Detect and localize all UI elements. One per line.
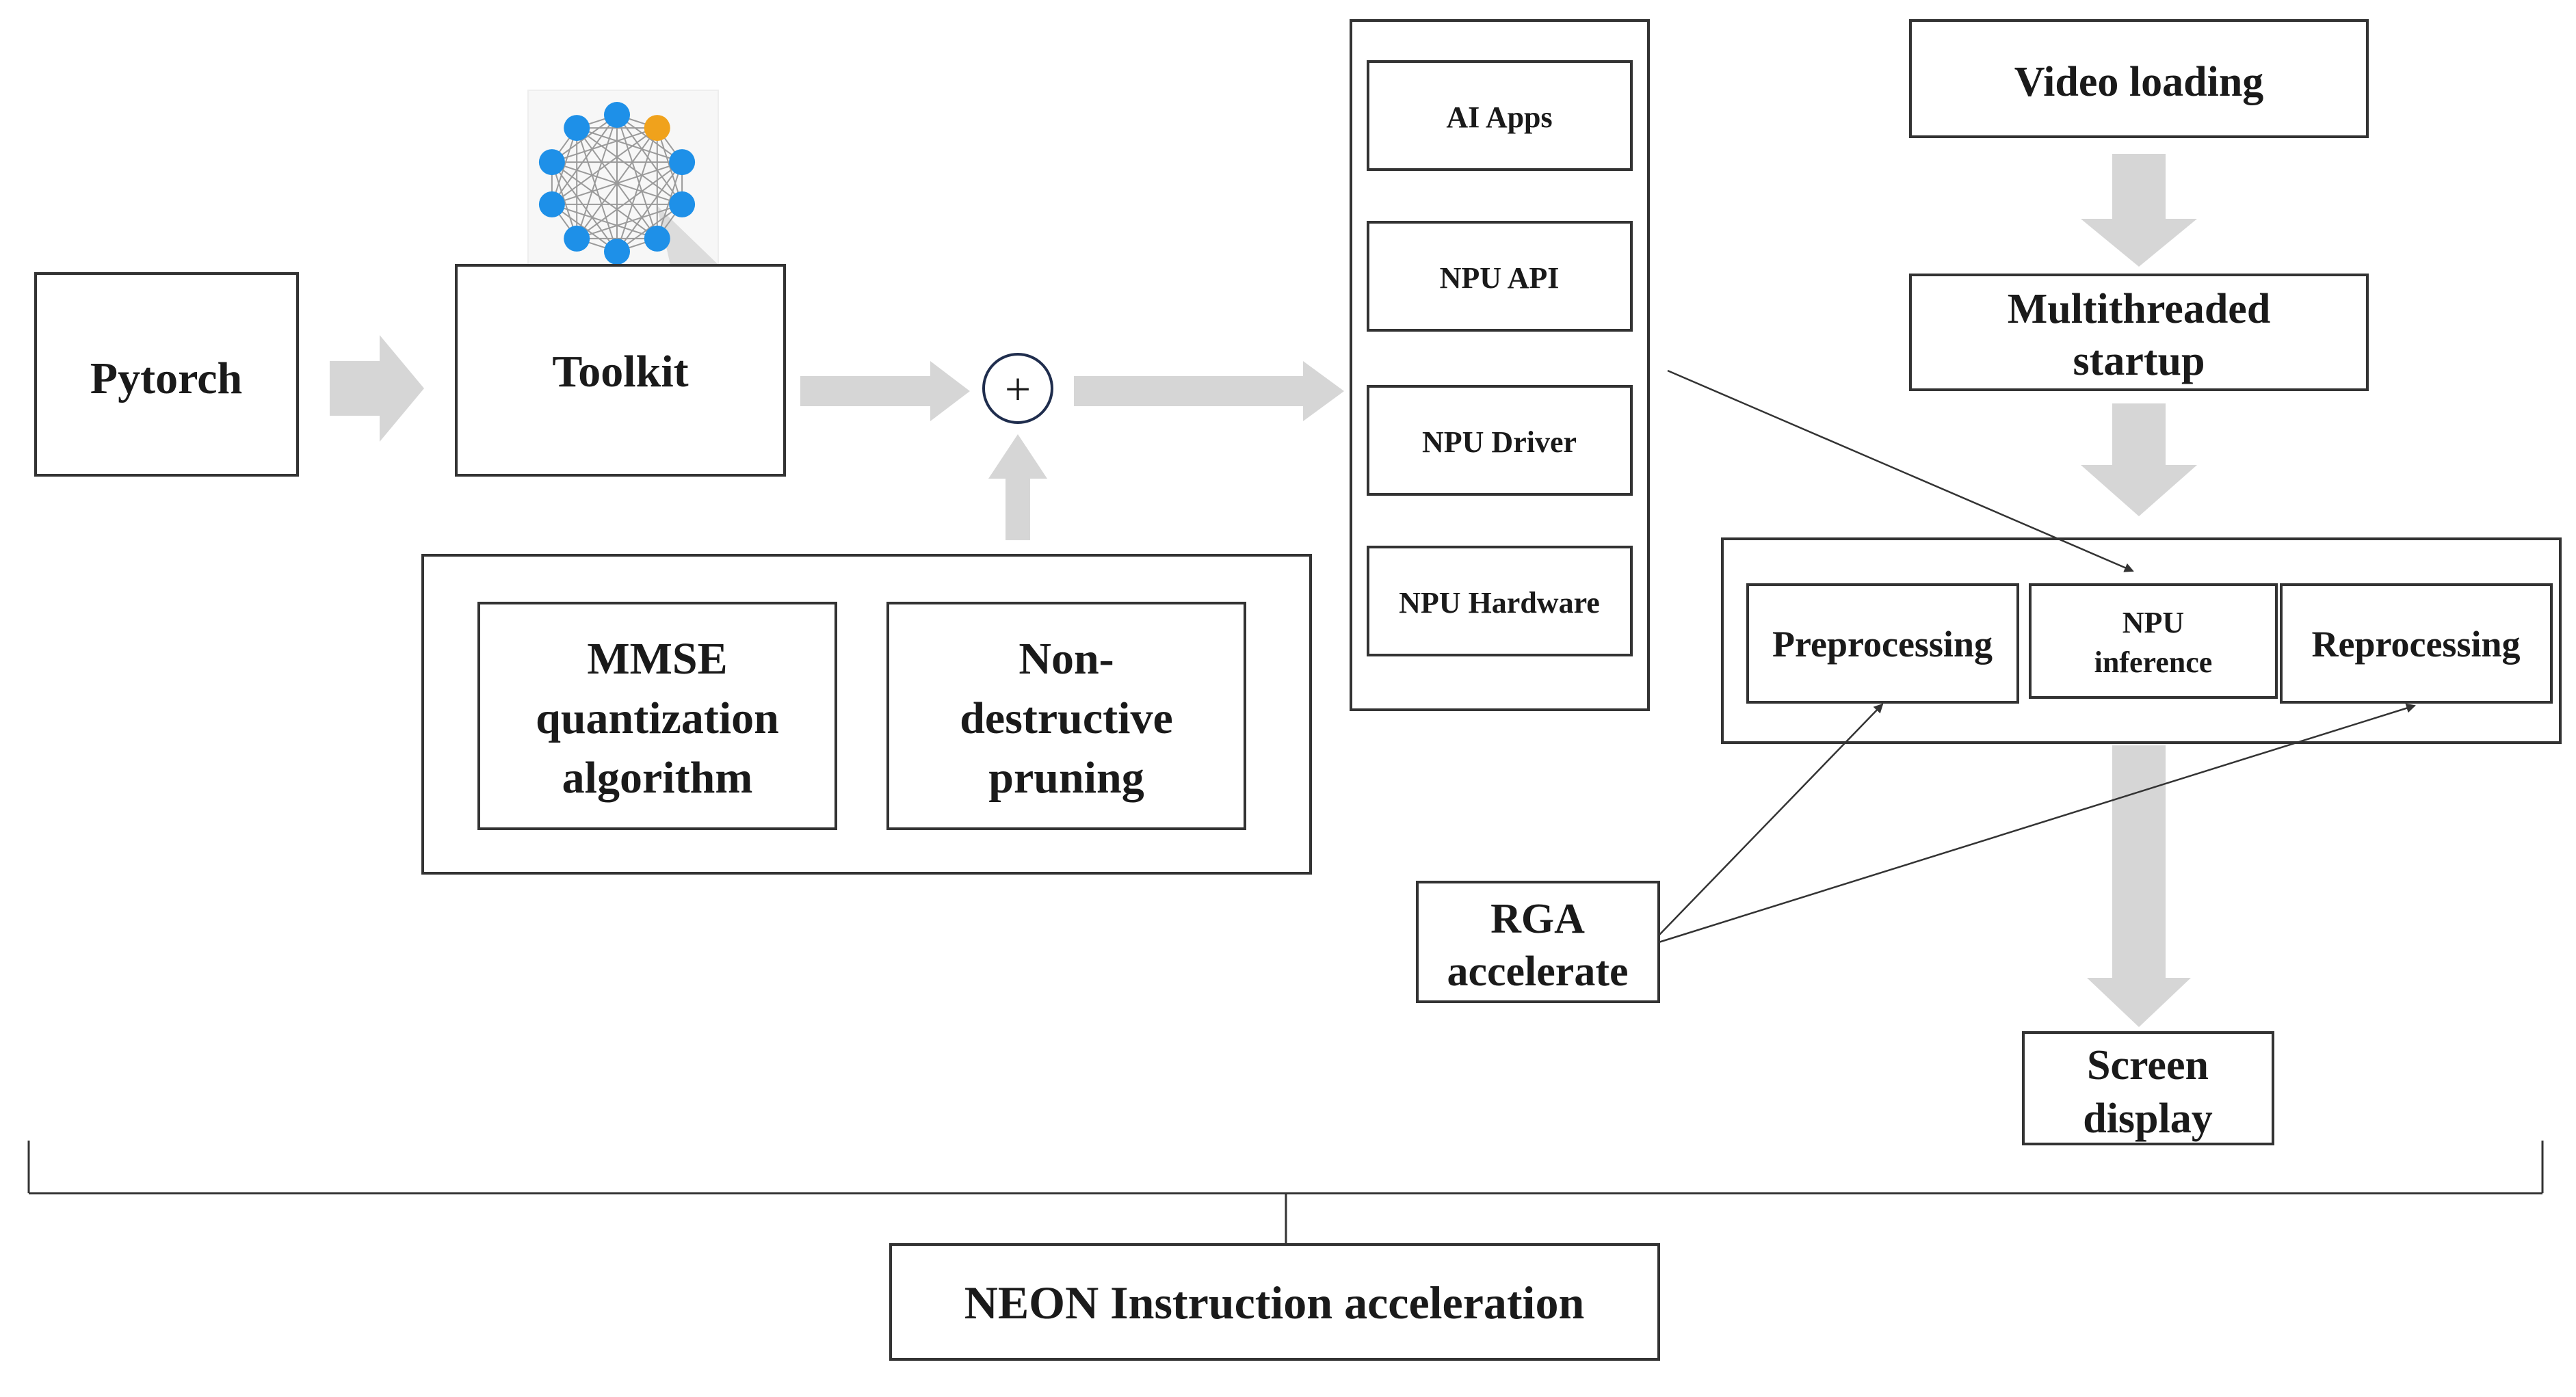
network-edge xyxy=(551,204,618,252)
npu-hardware-label: NPU Hardware xyxy=(1399,586,1600,620)
screen-display-label-line2: display xyxy=(2083,1095,2213,1142)
npu-api-node: NPU API xyxy=(1367,221,1633,332)
npu-api-label: NPU API xyxy=(1440,261,1560,295)
ai-apps-node: AI Apps xyxy=(1367,60,1633,171)
network-edge xyxy=(576,127,683,163)
arrow-processing-to-screen xyxy=(2087,745,2191,1027)
network-edge xyxy=(551,127,578,205)
preprocessing-label: Preprocessing xyxy=(1772,624,1993,665)
pruning-label-line3: pruning xyxy=(988,753,1144,803)
reprocessing-label: Reprocessing xyxy=(2312,624,2521,665)
network-edge xyxy=(576,127,683,205)
network-node xyxy=(538,149,565,176)
npu-inference-label-line1: NPU xyxy=(2122,606,2184,639)
screen-display-node: Screen display xyxy=(2022,1031,2274,1145)
mmse-node: MMSE quantization algorithm xyxy=(477,602,837,830)
neon-bracket xyxy=(27,1141,2544,1245)
network-edge xyxy=(551,114,618,205)
npu-inference-node: NPU inference xyxy=(2029,583,2278,699)
arrow-pytorch-to-toolkit xyxy=(330,335,424,442)
ai-apps-label: AI Apps xyxy=(1446,101,1552,134)
pruning-label-line1: Non- xyxy=(1018,634,1114,684)
network-edge xyxy=(576,127,618,252)
network-edge xyxy=(551,203,658,239)
connector-rga-to-preprocessing xyxy=(1658,703,1884,936)
multithreaded-label-line2: startup xyxy=(2073,338,2205,384)
network-node xyxy=(669,149,696,176)
toolkit-node: Toolkit xyxy=(455,264,786,477)
npu-stack-group xyxy=(1350,19,1650,711)
screen-display-label-line1: Screen xyxy=(2087,1042,2209,1089)
video-loading-node: Video loading xyxy=(1909,19,2369,138)
arrow-plus-to-npu-stack xyxy=(1074,361,1344,421)
pytorch-label: Pytorch xyxy=(90,354,242,403)
preprocessing-node: Preprocessing xyxy=(1746,583,2019,704)
npu-hardware-node: NPU Hardware xyxy=(1367,546,1633,656)
network-node xyxy=(669,191,696,217)
combine-plus-node: + xyxy=(982,353,1053,424)
npu-inference-label-line2: inference xyxy=(2094,646,2213,679)
network-edge xyxy=(616,161,683,252)
network-edge xyxy=(616,114,683,205)
multithreaded-label-line1: Multithreaded xyxy=(2008,286,2271,332)
multithreaded-startup-node: Multithreaded startup xyxy=(1909,274,2369,391)
network-node xyxy=(538,191,565,217)
toolkit-label: Toolkit xyxy=(552,347,688,397)
mmse-label-line3: algorithm xyxy=(562,753,753,803)
arrow-multithread-to-processing xyxy=(2081,403,2197,516)
network-edge xyxy=(576,203,683,239)
npu-driver-node: NPU Driver xyxy=(1367,385,1633,496)
reprocessing-node: Reprocessing xyxy=(2280,583,2553,704)
pytorch-node: Pytorch xyxy=(34,272,299,477)
network-node xyxy=(644,115,670,142)
network-edge xyxy=(551,161,658,239)
network-node xyxy=(604,239,630,265)
pruning-node: Non- destructive pruning xyxy=(886,602,1246,830)
network-node xyxy=(564,225,590,252)
rga-accelerate-node: RGA accelerate xyxy=(1416,881,1660,1003)
pruning-label-line2: destructive xyxy=(960,693,1173,743)
network-node xyxy=(564,115,590,142)
neon-acceleration-node: NEON Instruction acceleration xyxy=(889,1243,1660,1361)
connector-npu-stack-to-inference xyxy=(1667,369,2134,572)
video-loading-label: Video loading xyxy=(2014,59,2264,105)
network-edge xyxy=(551,161,578,239)
rga-label-line2: accelerate xyxy=(1447,948,1629,995)
neon-label: NEON Instruction acceleration xyxy=(964,1277,1585,1329)
rga-label-line1: RGA xyxy=(1490,896,1585,942)
network-edge xyxy=(576,127,658,239)
mmse-label-line1: MMSE xyxy=(587,634,727,684)
network-edge xyxy=(551,161,618,252)
plus-symbol: + xyxy=(1005,363,1031,415)
network-node xyxy=(644,225,670,252)
network-edge xyxy=(551,127,658,163)
optimization-group xyxy=(421,554,1312,875)
npu-driver-label: NPU Driver xyxy=(1422,425,1577,459)
connector-rga-to-reprocessing xyxy=(1658,703,2416,944)
processing-group xyxy=(1721,537,2562,744)
arrow-video-to-multithread xyxy=(2081,154,2197,267)
network-node xyxy=(604,102,630,128)
neural-network-icon xyxy=(527,90,719,265)
arrow-toolkit-to-plus xyxy=(800,361,970,421)
mmse-label-line2: quantization xyxy=(536,693,779,743)
arrow-optimization-to-plus xyxy=(988,434,1047,540)
